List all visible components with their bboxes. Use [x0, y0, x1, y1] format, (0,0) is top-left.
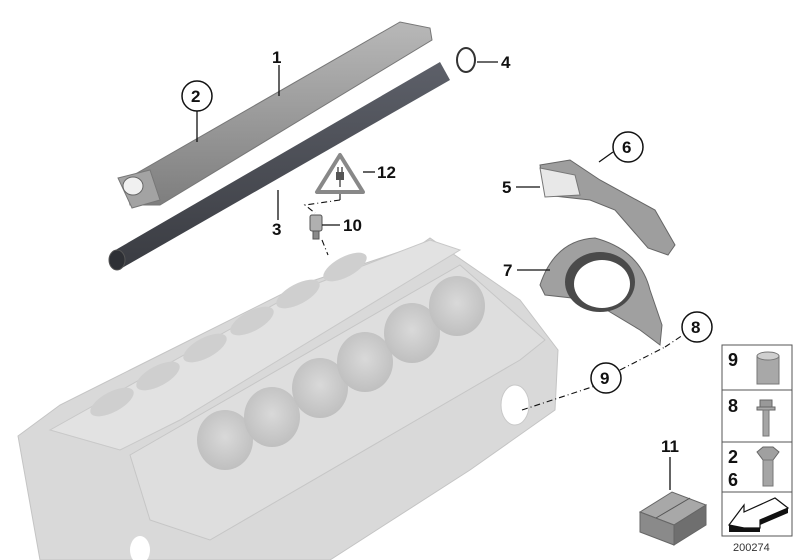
diagram-id: 200274 [733, 542, 770, 554]
part-10-sensor [309, 214, 323, 240]
hex-bolt-icon [756, 446, 780, 487]
svg-text:9: 9 [600, 369, 609, 388]
part-12-warning-triangle [315, 153, 365, 194]
callout-1: 1 [272, 48, 281, 67]
part-3-pipe [108, 62, 450, 271]
callout-5: 5 [502, 178, 511, 197]
callout-7: 7 [503, 261, 512, 280]
part-4-o-ring [456, 47, 476, 73]
svg-text:6: 6 [622, 138, 631, 157]
part-11-box [638, 491, 708, 546]
part-5-cover [539, 159, 676, 256]
callout-4: 4 [501, 53, 511, 72]
callout-12: 12 [377, 163, 396, 182]
callout-3: 3 [272, 220, 281, 239]
legend-box: 9 8 2 6 [721, 344, 793, 537]
callout-6: 6 [612, 131, 644, 163]
callout-9: 9 [590, 362, 622, 394]
callout-2: 2 [181, 80, 213, 112]
legend-label-8: 8 [728, 396, 738, 416]
sleeve-icon [756, 351, 780, 385]
callout-10: 10 [343, 216, 362, 235]
arrow-icon [727, 497, 790, 532]
callout-11: 11 [661, 437, 679, 456]
callout-8: 8 [681, 311, 713, 343]
legend-label-2: 2 [728, 447, 738, 467]
part-7-seal-cover [539, 237, 663, 346]
legend-label-9: 9 [728, 350, 738, 370]
svg-text:2: 2 [191, 87, 200, 106]
part-1-rail-cover [117, 21, 433, 209]
legend-label-6: 6 [728, 470, 738, 490]
flange-bolt-icon [756, 399, 776, 437]
svg-text:8: 8 [691, 318, 700, 337]
engine-block [17, 237, 559, 560]
